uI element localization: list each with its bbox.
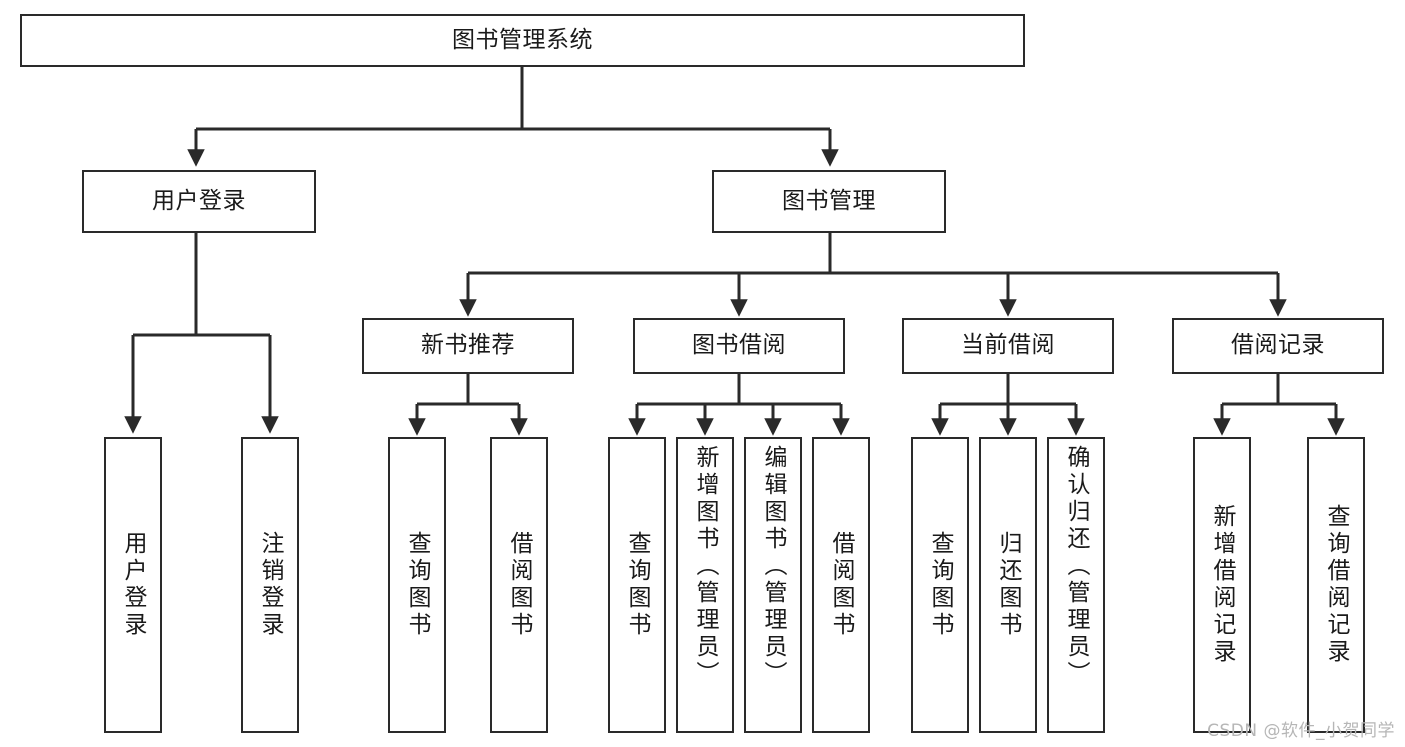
node-leaf-query-book-2[interactable]: 查询图书: [608, 437, 666, 733]
node-root[interactable]: 图书管理系统: [20, 14, 1025, 67]
node-leaf-return-book[interactable]: 归还图书: [979, 437, 1037, 733]
leaf-label: 确认归还（管理员）: [1063, 445, 1089, 688]
node-borrow-record[interactable]: 借阅记录: [1172, 318, 1384, 374]
node-leaf-borrow-book-1[interactable]: 借阅图书: [490, 437, 548, 733]
node-leaf-query-book-1[interactable]: 查询图书: [388, 437, 446, 733]
leaf-label: 新增图书（管理员）: [692, 445, 718, 688]
node-book-borrow[interactable]: 图书借阅: [633, 318, 845, 374]
leaf-label: 查询图书: [624, 531, 650, 639]
node-leaf-add-book-admin[interactable]: 新增图书（管理员）: [676, 437, 734, 733]
leaf-label: 查询借阅记录: [1323, 504, 1349, 666]
node-leaf-edit-book-admin[interactable]: 编辑图书（管理员）: [744, 437, 802, 733]
node-leaf-query-book-3[interactable]: 查询图书: [911, 437, 969, 733]
node-leaf-confirm-return-admin[interactable]: 确认归还（管理员）: [1047, 437, 1105, 733]
leaf-label: 新增借阅记录: [1209, 504, 1235, 666]
node-leaf-add-borrow-record[interactable]: 新增借阅记录: [1193, 437, 1251, 733]
node-current-borrow[interactable]: 当前借阅: [902, 318, 1114, 374]
node-leaf-user-login[interactable]: 用户登录: [104, 437, 162, 733]
node-leaf-borrow-book-2[interactable]: 借阅图书: [812, 437, 870, 733]
node-user-login[interactable]: 用户登录: [82, 170, 316, 233]
node-new-book-recommend[interactable]: 新书推荐: [362, 318, 574, 374]
leaf-label: 用户登录: [120, 531, 146, 639]
node-leaf-query-borrow-record[interactable]: 查询借阅记录: [1307, 437, 1365, 733]
leaf-label: 注销登录: [257, 531, 283, 639]
node-leaf-logout-login[interactable]: 注销登录: [241, 437, 299, 733]
node-book-management[interactable]: 图书管理: [712, 170, 946, 233]
leaf-label: 查询图书: [404, 531, 430, 639]
leaf-label: 归还图书: [995, 531, 1021, 639]
leaf-label: 查询图书: [927, 531, 953, 639]
leaf-label: 借阅图书: [828, 531, 854, 639]
leaf-label: 编辑图书（管理员）: [760, 445, 786, 688]
leaf-label: 借阅图书: [506, 531, 532, 639]
